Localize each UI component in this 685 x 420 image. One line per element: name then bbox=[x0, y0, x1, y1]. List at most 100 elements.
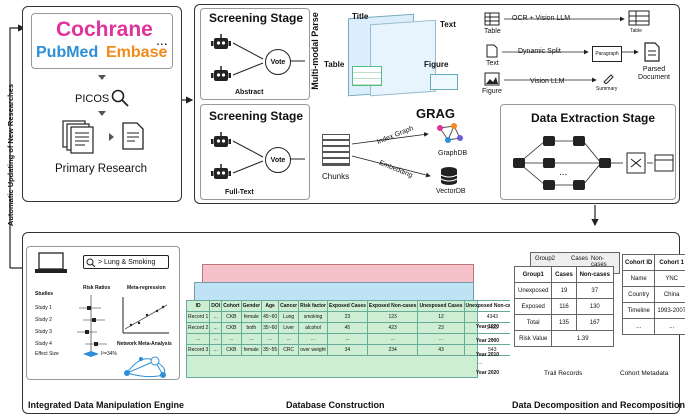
year-2010: Year 2010 bbox=[476, 352, 500, 358]
graph-icon bbox=[437, 123, 463, 143]
table-cell: Unexposed Cases bbox=[417, 300, 465, 312]
table-cell: Unexposed bbox=[513, 282, 553, 299]
table-cell: 12 bbox=[417, 311, 465, 323]
summary-icon bbox=[603, 74, 614, 84]
table-cell: Age bbox=[261, 300, 280, 312]
table-cell: ... bbox=[621, 318, 656, 335]
paragraph-output: Paragraph bbox=[592, 46, 622, 62]
doc-figure-thumb bbox=[430, 74, 458, 90]
ellipsis: ... bbox=[156, 32, 168, 48]
table-cell: 167 bbox=[575, 314, 614, 331]
cohort-label: Cohort Metadata bbox=[620, 370, 669, 377]
pubmed-logo: PubMed bbox=[36, 44, 99, 61]
table-cell: Record 2 bbox=[185, 322, 211, 334]
parsed-document-label: Parsed Document bbox=[638, 66, 670, 81]
table-cell: 234 bbox=[366, 344, 419, 356]
vote-node: Vote bbox=[265, 147, 291, 173]
vectordb-label: VectorDB bbox=[436, 188, 466, 195]
risk-label: Risk Value bbox=[513, 330, 553, 347]
table-cell: ... bbox=[298, 333, 328, 345]
parsed-document-icon bbox=[644, 42, 660, 62]
arrow-ocr-label: OCR + Vision LLM bbox=[512, 15, 571, 22]
sources-panel: Cochrane PubMed Embase ... PICOS Primary… bbox=[22, 6, 182, 202]
extraction-panel: Data Extraction Stage ... bbox=[500, 104, 676, 200]
robot-icon bbox=[211, 132, 231, 147]
table-cell: female bbox=[240, 344, 263, 356]
table-cell: 37 bbox=[575, 282, 614, 299]
effect-size: Effect Size bbox=[35, 351, 59, 357]
fulltext-label: Full-Text bbox=[225, 189, 254, 196]
study-4: Study 4 bbox=[35, 341, 52, 347]
table-cell: Total bbox=[513, 314, 553, 331]
meta-regression-plot bbox=[122, 297, 169, 334]
vote-arrows bbox=[232, 42, 305, 76]
meta-regression-label: Meta-regression bbox=[127, 285, 166, 291]
row-figure-label: Figure bbox=[482, 88, 502, 95]
parse-vertical-label: Multi-modal Parse bbox=[310, 12, 320, 90]
engine-search-input[interactable]: > Lung & Smoking bbox=[83, 255, 169, 269]
table-cell: ... bbox=[185, 333, 211, 345]
i2-label: I²=34% bbox=[101, 351, 117, 357]
robot-icon bbox=[211, 66, 231, 81]
table-cell: 23 bbox=[326, 311, 368, 323]
down-arrow-icon bbox=[98, 75, 106, 80]
engine-panel: > Lung & Smoking Studies Risk Ratios Stu… bbox=[26, 246, 180, 380]
table-cell: ... bbox=[654, 318, 685, 335]
table-cell: Country bbox=[621, 286, 656, 303]
table-cell: 34 bbox=[326, 344, 368, 356]
table-cell: CRC bbox=[278, 344, 300, 356]
table-cell: 35~60 bbox=[261, 322, 280, 334]
right-arrow-icon bbox=[109, 133, 114, 141]
grag-title: GRAG bbox=[416, 106, 455, 121]
table-cell: Exposed Non-cases bbox=[366, 300, 419, 312]
screening-abstract-title: Screening Stage bbox=[209, 11, 304, 25]
table-cell: 1993-2007 bbox=[654, 302, 685, 319]
picos-label: PICOS bbox=[75, 93, 110, 105]
trail-label: Trail Records bbox=[544, 370, 583, 377]
table-cell: Non-cases bbox=[575, 266, 614, 283]
table-cell: 35~55 bbox=[261, 344, 280, 356]
table-cell: 123 bbox=[366, 311, 419, 323]
row-table-label: Table bbox=[484, 28, 501, 35]
risk-header: Risk Ratios bbox=[83, 285, 111, 291]
vote-arrows bbox=[232, 140, 305, 174]
document-icon bbox=[122, 122, 144, 150]
grag-panel: Chunks GRAG Index Graph Embedding GraphD… bbox=[316, 104, 486, 200]
table-cell: 45~60 bbox=[261, 311, 280, 323]
robot-icon bbox=[211, 34, 231, 49]
out-summary-label: Summary bbox=[596, 86, 618, 92]
parse-rows: Table OCR + Vision LLM Table Text Dynami… bbox=[478, 8, 676, 100]
studies-header: Studies bbox=[35, 291, 54, 297]
table-cell: ... bbox=[209, 344, 223, 356]
forest-plot bbox=[77, 295, 107, 357]
study-1: Study 1 bbox=[35, 305, 52, 311]
risk-value: 1.39 bbox=[551, 330, 614, 347]
search-icon bbox=[86, 258, 95, 267]
table-cell: 130 bbox=[575, 298, 614, 315]
table-cell: Lung bbox=[278, 311, 300, 323]
table-icon bbox=[484, 12, 500, 26]
doc-table-thumb bbox=[352, 66, 382, 86]
database-title: Database Construction bbox=[286, 400, 385, 410]
doc-figure-label: Figure bbox=[424, 60, 449, 69]
table-cell: Record 1 bbox=[185, 311, 211, 323]
extraction-network bbox=[513, 136, 674, 190]
table-cell: Cohort ID bbox=[621, 254, 656, 271]
table-cell: CKB bbox=[221, 322, 242, 334]
year-1920: Year 1920 bbox=[476, 324, 500, 330]
decomposition-title: Data Decomposition and Recomposition bbox=[512, 400, 685, 410]
table-cell: 135 bbox=[551, 314, 577, 331]
study-2: Study 2 bbox=[35, 317, 52, 323]
parse-arrows bbox=[502, 16, 639, 83]
laptop-icon bbox=[35, 252, 67, 273]
grag-arrows bbox=[351, 132, 431, 178]
